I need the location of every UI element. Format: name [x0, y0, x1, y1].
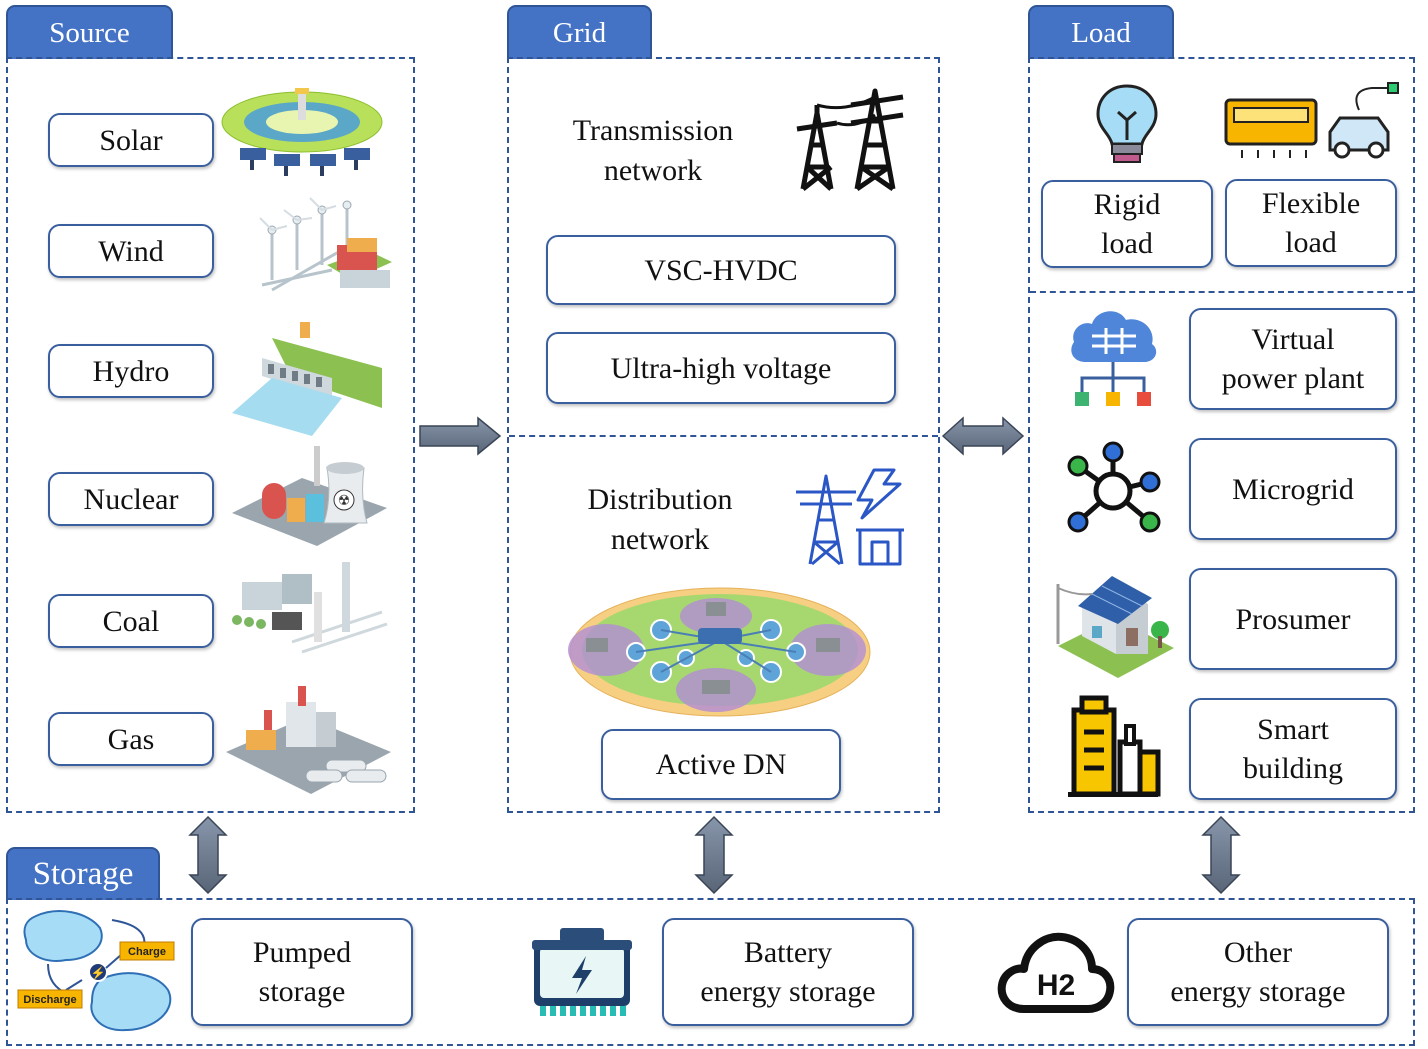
microgrid-network-icon [1067, 441, 1161, 533]
source-item-coal: Coal [48, 594, 214, 648]
source-panel [6, 57, 415, 813]
grid-panel [507, 57, 940, 813]
load-panel [1028, 57, 1415, 813]
source-item-nuclear: Nuclear [48, 472, 214, 526]
prosumer-box: Prosumer [1189, 568, 1397, 670]
prosumer-house-icon [1056, 576, 1174, 678]
distribution-tower-icon [796, 468, 904, 566]
cloud-network-icon [1071, 311, 1157, 406]
source-storage-arrow [188, 815, 228, 895]
ultra-high-voltage-box: Ultra-high voltage [546, 332, 896, 404]
nuclear-plant-icon: ☢ [232, 446, 387, 546]
source-to-grid-arrow [419, 416, 502, 456]
battery-icon [532, 928, 632, 1016]
transmission-network-label: Transmission network [572, 114, 734, 187]
smart-building-icon [1068, 695, 1161, 797]
active-distribution-network-icon [568, 587, 871, 717]
source-item-hydro: Hydro [48, 344, 214, 398]
source-tab: Source [6, 5, 173, 59]
transmission-tower-icon [796, 88, 904, 192]
discharge-label: Discharge [23, 994, 76, 1006]
coal-plant-icon [232, 562, 388, 654]
hydrogen-cloud-icon: H2 [997, 932, 1115, 1013]
grid-title: Grid [552, 16, 607, 49]
grid-tab: Grid [507, 5, 652, 59]
light-bulb-icon [1096, 84, 1158, 163]
load-divider [1030, 291, 1413, 293]
svg-text:☢: ☢ [338, 494, 351, 509]
storage-panel [6, 898, 1415, 1046]
charge-label: Charge [128, 946, 166, 958]
virtual-power-plant-box: Virtual power plant [1189, 308, 1397, 410]
microgrid-box: Microgrid [1189, 438, 1397, 540]
other-storage-box: Other energy storage [1127, 918, 1389, 1026]
load-storage-arrow [1201, 815, 1241, 895]
distribution-network-label: Distribution network [587, 483, 733, 556]
source-item-wind: Wind [48, 224, 214, 278]
hydrogen-label: H2 [1037, 969, 1075, 1002]
source-title: Source [49, 16, 130, 49]
source-item-gas: Gas [48, 712, 214, 766]
storage-title: Storage [32, 856, 134, 892]
smart-building-box: Smart building [1189, 698, 1397, 800]
pumped-storage-icon: ⚡ Charge Discharge [17, 910, 175, 1032]
flexible-load-box: Flexible load [1225, 179, 1397, 267]
rigid-load-box: Rigid load [1041, 180, 1213, 268]
battery-storage-box: Battery energy storage [662, 918, 914, 1026]
source-item-solar: Solar [48, 113, 214, 167]
hydro-dam-icon [232, 322, 382, 436]
storage-tab: Storage [6, 847, 160, 900]
svg-text:⚡: ⚡ [91, 966, 106, 980]
load-title: Load [1071, 16, 1131, 49]
pumped-storage-box: Pumped storage [191, 918, 413, 1026]
grid-load-arrow [941, 416, 1025, 456]
grid-storage-arrow [694, 815, 734, 895]
air-conditioner-ev-icon [1224, 82, 1399, 159]
wind-farm-icon [259, 197, 392, 292]
vsc-hvdc-box: VSC-HVDC [546, 235, 896, 305]
load-tab: Load [1028, 5, 1174, 59]
grid-divider [509, 435, 938, 437]
active-dn-box: Active DN [601, 729, 841, 800]
solar-plant-icon [221, 88, 383, 176]
gas-plant-icon [226, 686, 391, 794]
